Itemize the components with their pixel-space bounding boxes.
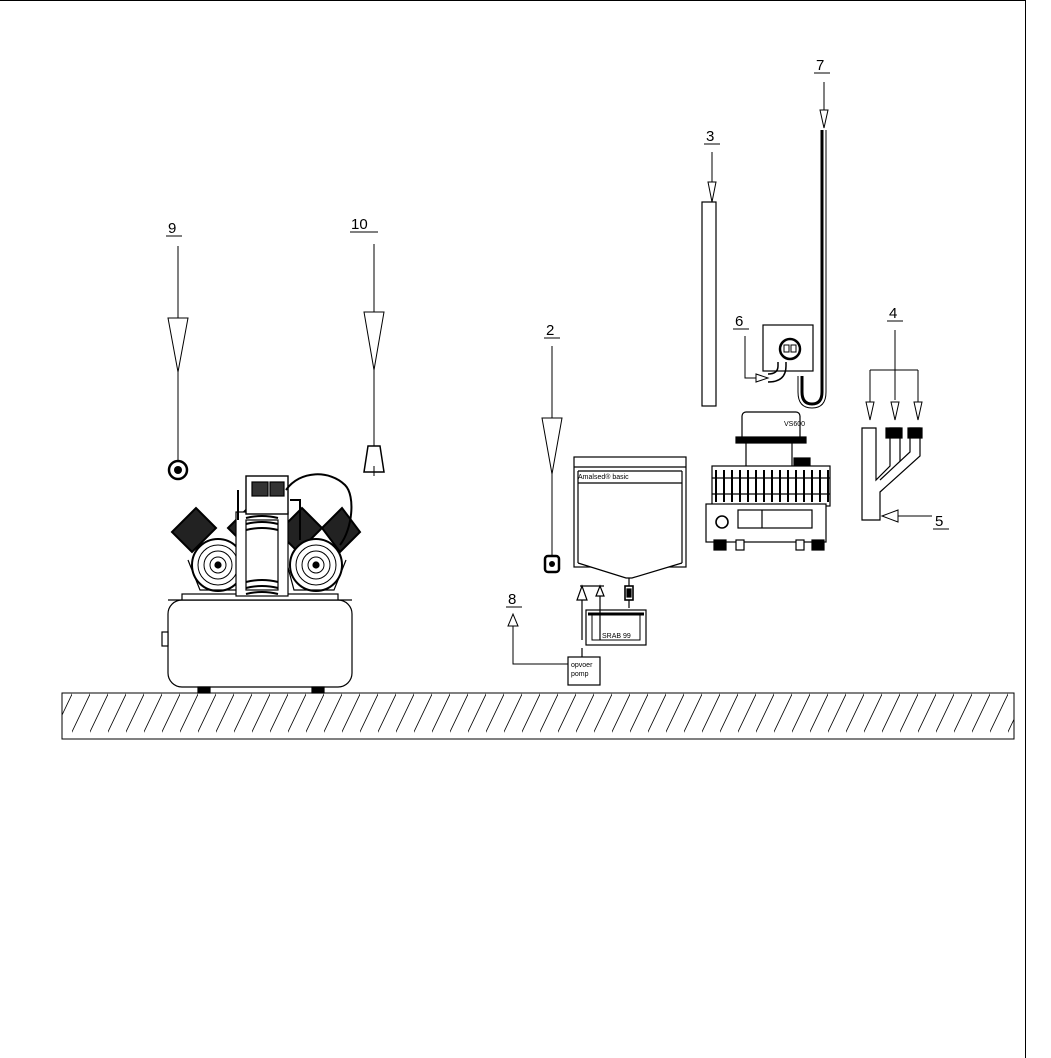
callout-3: 3 — [701, 128, 720, 407]
callout-8: 8 opvoer pomp — [506, 591, 601, 686]
callout-10: 10 — [350, 216, 385, 476]
callout-9: 9 — [166, 220, 189, 481]
callout-7: 7 — [797, 57, 830, 409]
compressor-unit — [161, 473, 362, 694]
pump-label-line2: pomp — [571, 671, 589, 678]
callout-3-number: 3 — [706, 128, 714, 145]
callout-6: 6 — [733, 313, 814, 383]
callout-2-number: 2 — [546, 322, 554, 339]
callout-7-number: 7 — [816, 57, 824, 74]
callout-5-number: 5 — [935, 513, 943, 530]
callout-2: 2 — [541, 322, 563, 574]
drawing-frame — [0, 0, 1026, 1058]
pump-label-line1: opvoer — [571, 662, 593, 669]
callout-9-number: 9 — [168, 220, 176, 237]
callout-4: 4 — [865, 305, 923, 421]
callout-6-number: 6 — [735, 313, 743, 330]
callout-5: 5 — [880, 509, 949, 530]
vs600-suction-unit: VS600 — [705, 411, 831, 551]
callout-8-number: 8 — [508, 591, 516, 608]
srab-tray: SRAB 99 — [568, 584, 647, 665]
amalsed-separator: Amalsed® basic — [573, 456, 687, 608]
callout-10-number: 10 — [351, 216, 368, 233]
callout-4-number: 4 — [889, 305, 897, 322]
floor-hatch — [61, 692, 1015, 740]
vs600-label: VS600 — [784, 421, 805, 428]
manifold-fitting — [861, 427, 923, 521]
srab-label: SRAB 99 — [602, 633, 631, 640]
amalsed-label: Amalsed® basic — [578, 473, 629, 481]
